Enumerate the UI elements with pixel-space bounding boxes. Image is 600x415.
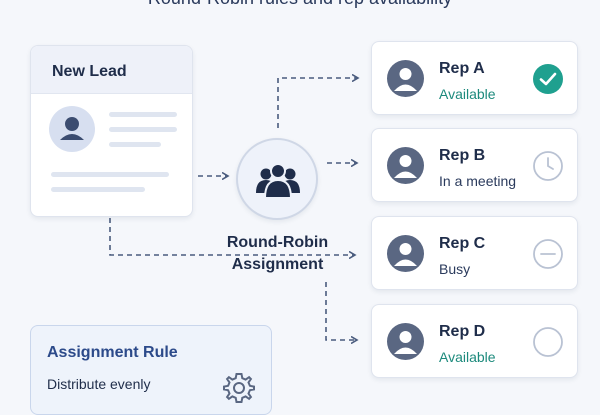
empty-circle-icon: [533, 327, 563, 357]
rep-avatar: [387, 147, 424, 184]
assignment-rule-title: Assignment Rule: [47, 344, 178, 361]
rep-status: Busy: [439, 261, 471, 277]
arrow-hub-to-rep-a: [277, 78, 358, 128]
connector-lines: [109, 0, 600, 400]
hub-label: Round-Robin Assignment: [210, 232, 345, 276]
rep-avatar: [387, 323, 424, 360]
rep-avatar: [387, 60, 424, 97]
page-title: Round-Robin rules and rep availability: [0, 0, 600, 9]
rep-name: Rep B: [439, 147, 486, 164]
hub-label-line-1: Round-Robin: [226, 234, 329, 251]
user-icon: [394, 331, 417, 354]
lead-avatar: [49, 106, 95, 152]
lead-placeholder-line: [51, 187, 145, 192]
rep-avatar: [387, 235, 424, 272]
rep-name: Rep C: [439, 235, 486, 252]
rep-card-d[interactable]: Rep D Available: [371, 304, 578, 378]
rep-card-b[interactable]: Rep B In a meeting: [371, 128, 578, 202]
group-users-icon: [256, 163, 300, 199]
clock-icon: [533, 151, 563, 181]
rep-status: Available: [439, 349, 496, 365]
user-icon: [394, 243, 417, 266]
hub-label-line-2: Assignment: [231, 256, 324, 273]
round-robin-hub: [236, 138, 318, 220]
rep-status: Available: [439, 86, 496, 102]
user-icon: [60, 117, 84, 140]
lead-placeholder-line: [109, 127, 177, 132]
user-icon: [394, 68, 417, 91]
rep-card-a[interactable]: Rep A Available: [371, 41, 578, 115]
rep-name: Rep D: [439, 323, 486, 340]
new-lead-title: New Lead: [31, 46, 192, 94]
new-lead-card[interactable]: New Lead: [30, 45, 193, 217]
assignment-rule-text: Distribute evenly: [47, 376, 151, 392]
user-icon: [394, 155, 417, 178]
arrow-lead-to-rep-c: [109, 218, 355, 255]
check-circle-icon: [533, 64, 563, 94]
arrow-hub-to-rep-d: [325, 282, 357, 340]
minus-circle-icon: [533, 239, 563, 269]
lead-placeholder-line: [109, 142, 161, 147]
gear-icon[interactable]: [221, 370, 257, 406]
lead-placeholder-line: [51, 172, 169, 177]
rep-name: Rep A: [439, 60, 485, 77]
rep-status: In a meeting: [439, 173, 517, 189]
rep-card-c[interactable]: Rep C Busy: [371, 216, 578, 290]
lead-placeholder-line: [109, 112, 177, 117]
assignment-rule-card[interactable]: Assignment Rule Distribute evenly: [30, 325, 272, 415]
